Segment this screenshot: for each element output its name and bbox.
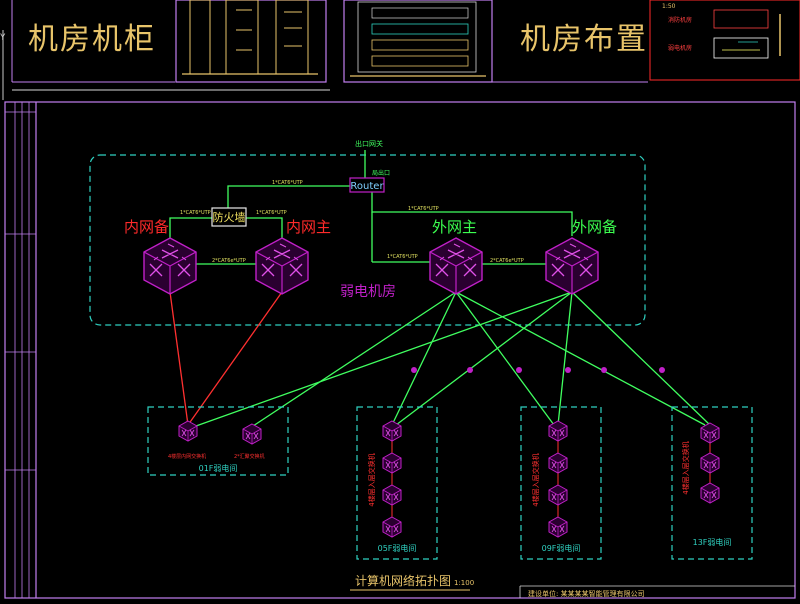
drawing-frame [4,101,796,599]
switch-icon[interactable] [255,237,309,295]
outer-backup-label: 外网备 [572,218,617,236]
legend-scale: 1:50 [662,3,676,10]
floor-label: 13F弱电间 [693,537,732,547]
link-label-router-outer: 1*CAT6*UTP [408,206,439,212]
top-strip: Y 1:50 [0,0,800,100]
floor-note: 4楼层内网交换机 [168,453,206,460]
legend-item: 弱电机房 [668,44,692,52]
router-label: Router [350,181,384,192]
layout-title: 机房布置 [520,22,648,57]
floor-note: 2*汇聚交换机 [234,453,265,460]
title-block-text: 建设单位: 某某某某智能管理有限公司 [528,589,645,598]
room-label: 弱电机房 [340,284,396,300]
floor-label: 09F弱电间 [542,543,581,553]
diagram-scale: 1:100 [454,579,474,587]
floor-box-13f[interactable]: 4楼层入层交换机 13F弱电间 [671,406,753,560]
floor-box-09f[interactable]: 4楼层入层交换机 09F弱电间 [520,406,602,560]
firewall-label: 防火墙 [213,210,246,224]
router-badge: 局出口 [372,169,390,177]
cabinet-title: 机房机柜 [28,22,156,57]
svg-text:Y: Y [0,33,6,43]
floor-note: 4楼层入层交换机 [367,453,376,506]
floor-label: 05F弱电间 [378,543,417,553]
floor-box-01f[interactable]: 4楼层内网交换机 2*汇聚交换机 01F弱电间 [147,406,289,476]
inner-main-label: 内网主 [286,218,331,236]
link-label-router-outer-main: 1*CAT6*UTP [387,254,418,260]
floor-box-05f[interactable]: 4楼层入层交换机 05F弱电间 [356,406,438,560]
switch-icon[interactable] [143,237,197,295]
link-label-fw-inner-backup: 1*CAT6*UTP [180,210,211,216]
core-room-boundary [89,154,646,326]
link-labels: 1*CAT6*UTP 1*CAT6*UTP 1*CAT6*UTP 2*CAT6e… [180,180,524,264]
core-links [169,150,573,265]
exit-gateway-label: 出口网关 [355,139,383,148]
floor-label: 01F弱电间 [199,463,238,473]
legend-item: 消防机房 [668,16,692,24]
link-label-inner: 2*CAT6e*UTP [212,258,246,264]
diagram-title: 计算机网络拓扑图 [355,573,451,588]
switch-icon[interactable] [429,237,483,295]
outer-main-label: 外网主 [432,218,477,236]
link-label-outer: 2*CAT6e*UTP [490,258,524,264]
floor-links [169,291,711,429]
inner-backup-label: 内网备 [124,218,169,236]
firewall-icon[interactable]: 防火墙 [211,207,247,227]
floor-note: 4楼层入层交换机 [681,441,690,494]
router-icon[interactable]: Router [349,177,385,193]
floor-note: 4楼层入层交换机 [531,453,540,506]
link-label-router-fw: 1*CAT6*UTP [272,180,303,186]
link-label-fw-inner-main: 1*CAT6*UTP [256,210,287,216]
switch-icon[interactable] [545,237,599,295]
